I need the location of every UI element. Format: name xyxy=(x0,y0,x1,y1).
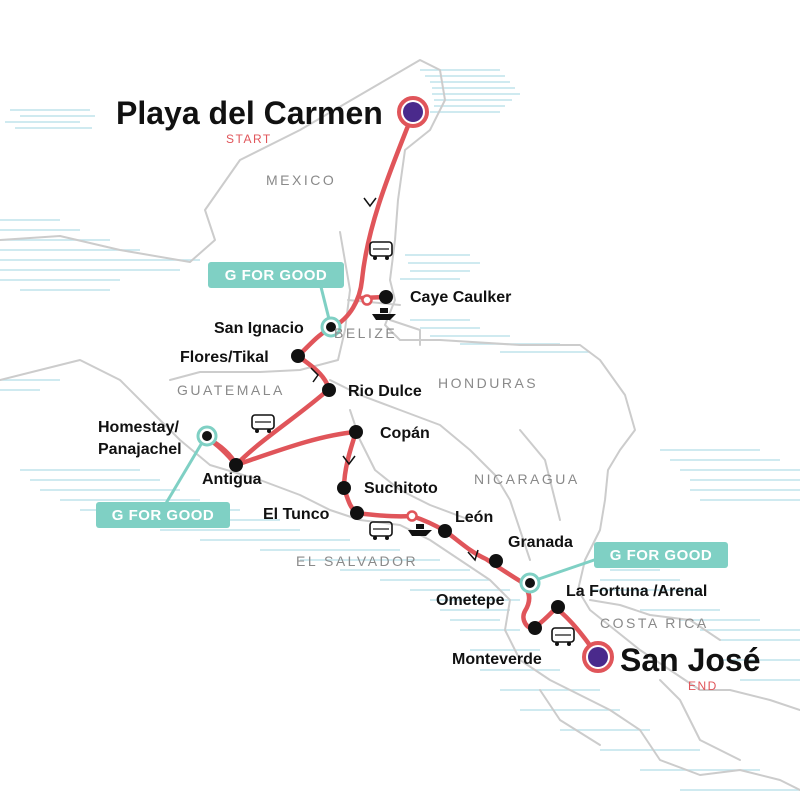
start-marker xyxy=(397,96,429,128)
label-el-tunco: El Tunco xyxy=(263,506,330,523)
marker-caye-caulker xyxy=(379,290,393,304)
direction-arrow-icon xyxy=(310,367,319,383)
marker-monteverde xyxy=(528,621,542,635)
label-panajachel: Panajachel xyxy=(98,441,182,458)
label-granada: Granada xyxy=(508,534,573,551)
country-label-honduras: HONDURAS xyxy=(438,375,538,391)
label-flores-tikal: Flores/Tikal xyxy=(180,349,269,366)
start-tag: START xyxy=(226,132,272,146)
country-label-nicaragua: NICARAGUA xyxy=(474,471,580,487)
label-caye-caulker: Caye Caulker xyxy=(410,289,511,306)
svg-text:G FOR GOOD: G FOR GOOD xyxy=(112,507,215,524)
water-hatching xyxy=(0,69,800,791)
coastlines xyxy=(0,59,800,791)
label-leon: León xyxy=(455,509,493,526)
label-homestay: Homestay/ xyxy=(98,419,179,436)
svg-text:G FOR GOOD: G FOR GOOD xyxy=(610,547,713,564)
direction-arrow-icon xyxy=(363,197,377,208)
bus-icon xyxy=(251,414,275,433)
marker-rio-dulce xyxy=(322,383,336,397)
country-label-guatemala: GUATEMALA xyxy=(177,382,285,398)
country-label-belize: BELIZE xyxy=(334,325,397,341)
country-label-mexico: MEXICO xyxy=(266,172,336,188)
label-antigua: Antigua xyxy=(202,471,262,488)
direction-arrow-icon xyxy=(467,549,479,562)
direction-arrows xyxy=(310,197,479,562)
end-tag: END xyxy=(688,679,718,693)
marker-leon xyxy=(438,524,452,538)
end-marker xyxy=(582,641,614,673)
label-ometepe: Ometepe xyxy=(436,592,505,609)
g-for-good-badge-nicaragua: G FOR GOOD xyxy=(594,542,728,568)
bus-icon xyxy=(369,241,393,260)
label-la-fortuna: La Fortuna /Arenal xyxy=(566,583,707,600)
bus-icon xyxy=(551,627,575,646)
marker-el-tunco xyxy=(350,506,364,520)
marker-antigua xyxy=(229,458,243,472)
svg-text:G FOR GOOD: G FOR GOOD xyxy=(225,267,328,284)
marker-granada xyxy=(489,554,503,568)
start-title: Playa del Carmen xyxy=(116,95,383,131)
direction-arrow-icon xyxy=(342,455,356,466)
bus-icon xyxy=(369,521,393,540)
marker-copan xyxy=(349,425,363,439)
label-san-ignacio: San Ignacio xyxy=(214,320,304,337)
stop-markers xyxy=(229,290,565,635)
label-monteverde: Monteverde xyxy=(452,651,542,668)
g-for-good-badge-belize: G FOR GOOD xyxy=(208,262,344,288)
g-for-good-stops xyxy=(196,316,541,594)
transit-points xyxy=(361,294,418,522)
boat-icon xyxy=(408,524,432,536)
marker-la-fortuna xyxy=(551,600,565,614)
boat-icon xyxy=(372,308,396,320)
g-for-good-badge-guatemala: G FOR GOOD xyxy=(96,502,230,528)
marker-flores-tikal xyxy=(291,349,305,363)
label-suchitoto: Suchitoto xyxy=(364,480,438,497)
country-label-costa-rica: COSTA RICA xyxy=(600,615,709,631)
marker-suchitoto xyxy=(337,481,351,495)
label-copan: Copán xyxy=(380,425,430,442)
country-label-el-salvador: EL SALVADOR xyxy=(296,553,418,569)
label-rio-dulce: Rio Dulce xyxy=(348,383,422,400)
end-title: San José xyxy=(620,642,761,678)
